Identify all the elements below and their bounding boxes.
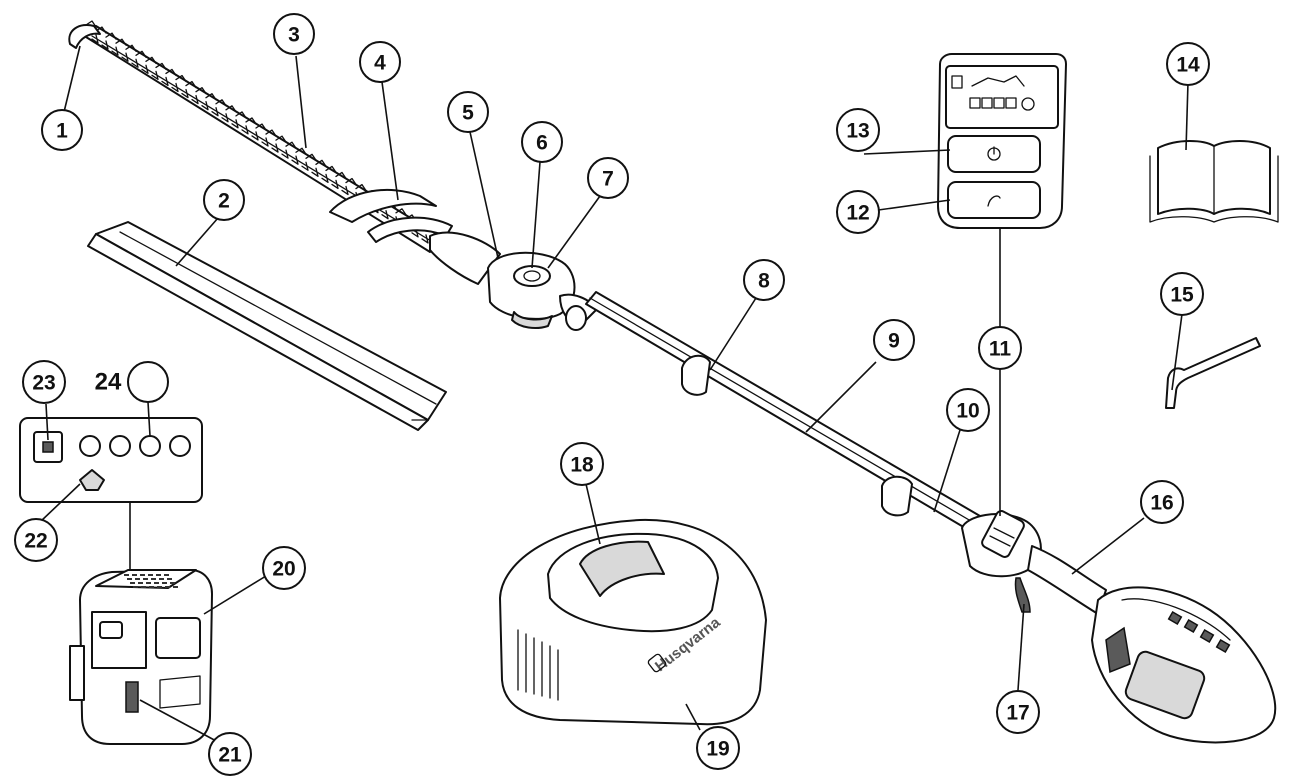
svg-text:11: 11 [989, 338, 1012, 361]
hand-guard [329, 188, 437, 223]
callout-21: 21 [208, 732, 252, 776]
callout-18: 18 [560, 442, 604, 486]
svg-text:6: 6 [536, 132, 548, 155]
callout-8: 8 [743, 259, 785, 301]
callout-markers: 1 2 3 4 5 6 7 8 9 10 11 12 13 14 15 16 1… [14, 13, 1210, 776]
callout-17: 17 [996, 690, 1040, 734]
control-panel-detail [937, 53, 1067, 330]
callout-19: 19 [696, 726, 740, 770]
svg-text:20: 20 [272, 558, 295, 581]
battery-terminal-detail [19, 417, 203, 580]
svg-text:5: 5 [462, 102, 474, 125]
gear-head [429, 231, 597, 331]
svg-text:13: 13 [846, 120, 869, 143]
battery-charger: Husqvarna [499, 518, 767, 726]
svg-text:21: 21 [218, 744, 242, 767]
callout-24: 24 [95, 361, 169, 403]
svg-text:17: 17 [1006, 702, 1029, 725]
svg-text:16: 16 [1150, 492, 1173, 515]
cutting-blade [68, 20, 453, 253]
svg-text:4: 4 [374, 52, 386, 75]
callout-14: 14 [1166, 42, 1210, 86]
callout-13: 13 [836, 108, 880, 152]
blade-cover [87, 221, 447, 431]
callout-12: 12 [836, 190, 880, 234]
svg-text:18: 18 [570, 454, 594, 477]
callout-20: 20 [262, 546, 306, 590]
svg-text:8: 8 [758, 270, 770, 293]
callout-3: 3 [273, 13, 315, 55]
callout-1: 1 [41, 109, 83, 151]
callout-10: 10 [946, 388, 990, 432]
svg-text:3: 3 [288, 24, 300, 47]
svg-text:14: 14 [1176, 54, 1200, 77]
svg-text:22: 22 [24, 530, 47, 553]
svg-text:2: 2 [218, 190, 230, 213]
svg-text:1: 1 [56, 120, 68, 143]
callout-4: 4 [359, 41, 401, 83]
svg-text:24: 24 [95, 369, 122, 396]
svg-text:23: 23 [32, 372, 55, 395]
callout-22: 22 [14, 518, 58, 562]
callout-15: 15 [1160, 272, 1204, 316]
callout-5: 5 [447, 91, 489, 133]
callout-2: 2 [203, 179, 245, 221]
svg-text:9: 9 [888, 330, 900, 353]
svg-text:7: 7 [602, 168, 614, 191]
callout-7: 7 [587, 157, 629, 199]
callout-9: 9 [873, 319, 915, 361]
rear-handle [961, 510, 1277, 744]
hex-key [1165, 313, 1261, 409]
shaft-clamp [681, 354, 711, 396]
operator-manual [1149, 81, 1279, 223]
svg-text:12: 12 [846, 202, 869, 225]
svg-text:15: 15 [1170, 284, 1194, 307]
shaft [585, 291, 981, 533]
battery-pack [69, 569, 213, 745]
leader-lines [39, 45, 1145, 743]
callout-11: 11 [978, 326, 1022, 370]
callout-16: 16 [1140, 480, 1184, 524]
callout-6: 6 [521, 121, 563, 163]
svg-text:10: 10 [956, 400, 979, 423]
mode-button [947, 181, 1041, 219]
svg-text:19: 19 [706, 738, 729, 761]
blade-tip-guard [68, 24, 101, 49]
callout-23: 23 [22, 360, 66, 404]
